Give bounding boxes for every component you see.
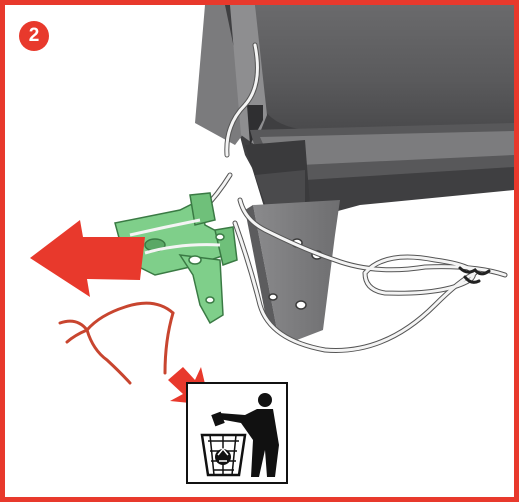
mounting-bracket — [245, 200, 340, 340]
trash-bin-recycle-icon — [187, 383, 287, 483]
removed-wire — [60, 303, 173, 383]
step-number-badge: 2 — [19, 21, 49, 51]
printer-housing — [195, 5, 514, 220]
illustration — [5, 5, 514, 497]
